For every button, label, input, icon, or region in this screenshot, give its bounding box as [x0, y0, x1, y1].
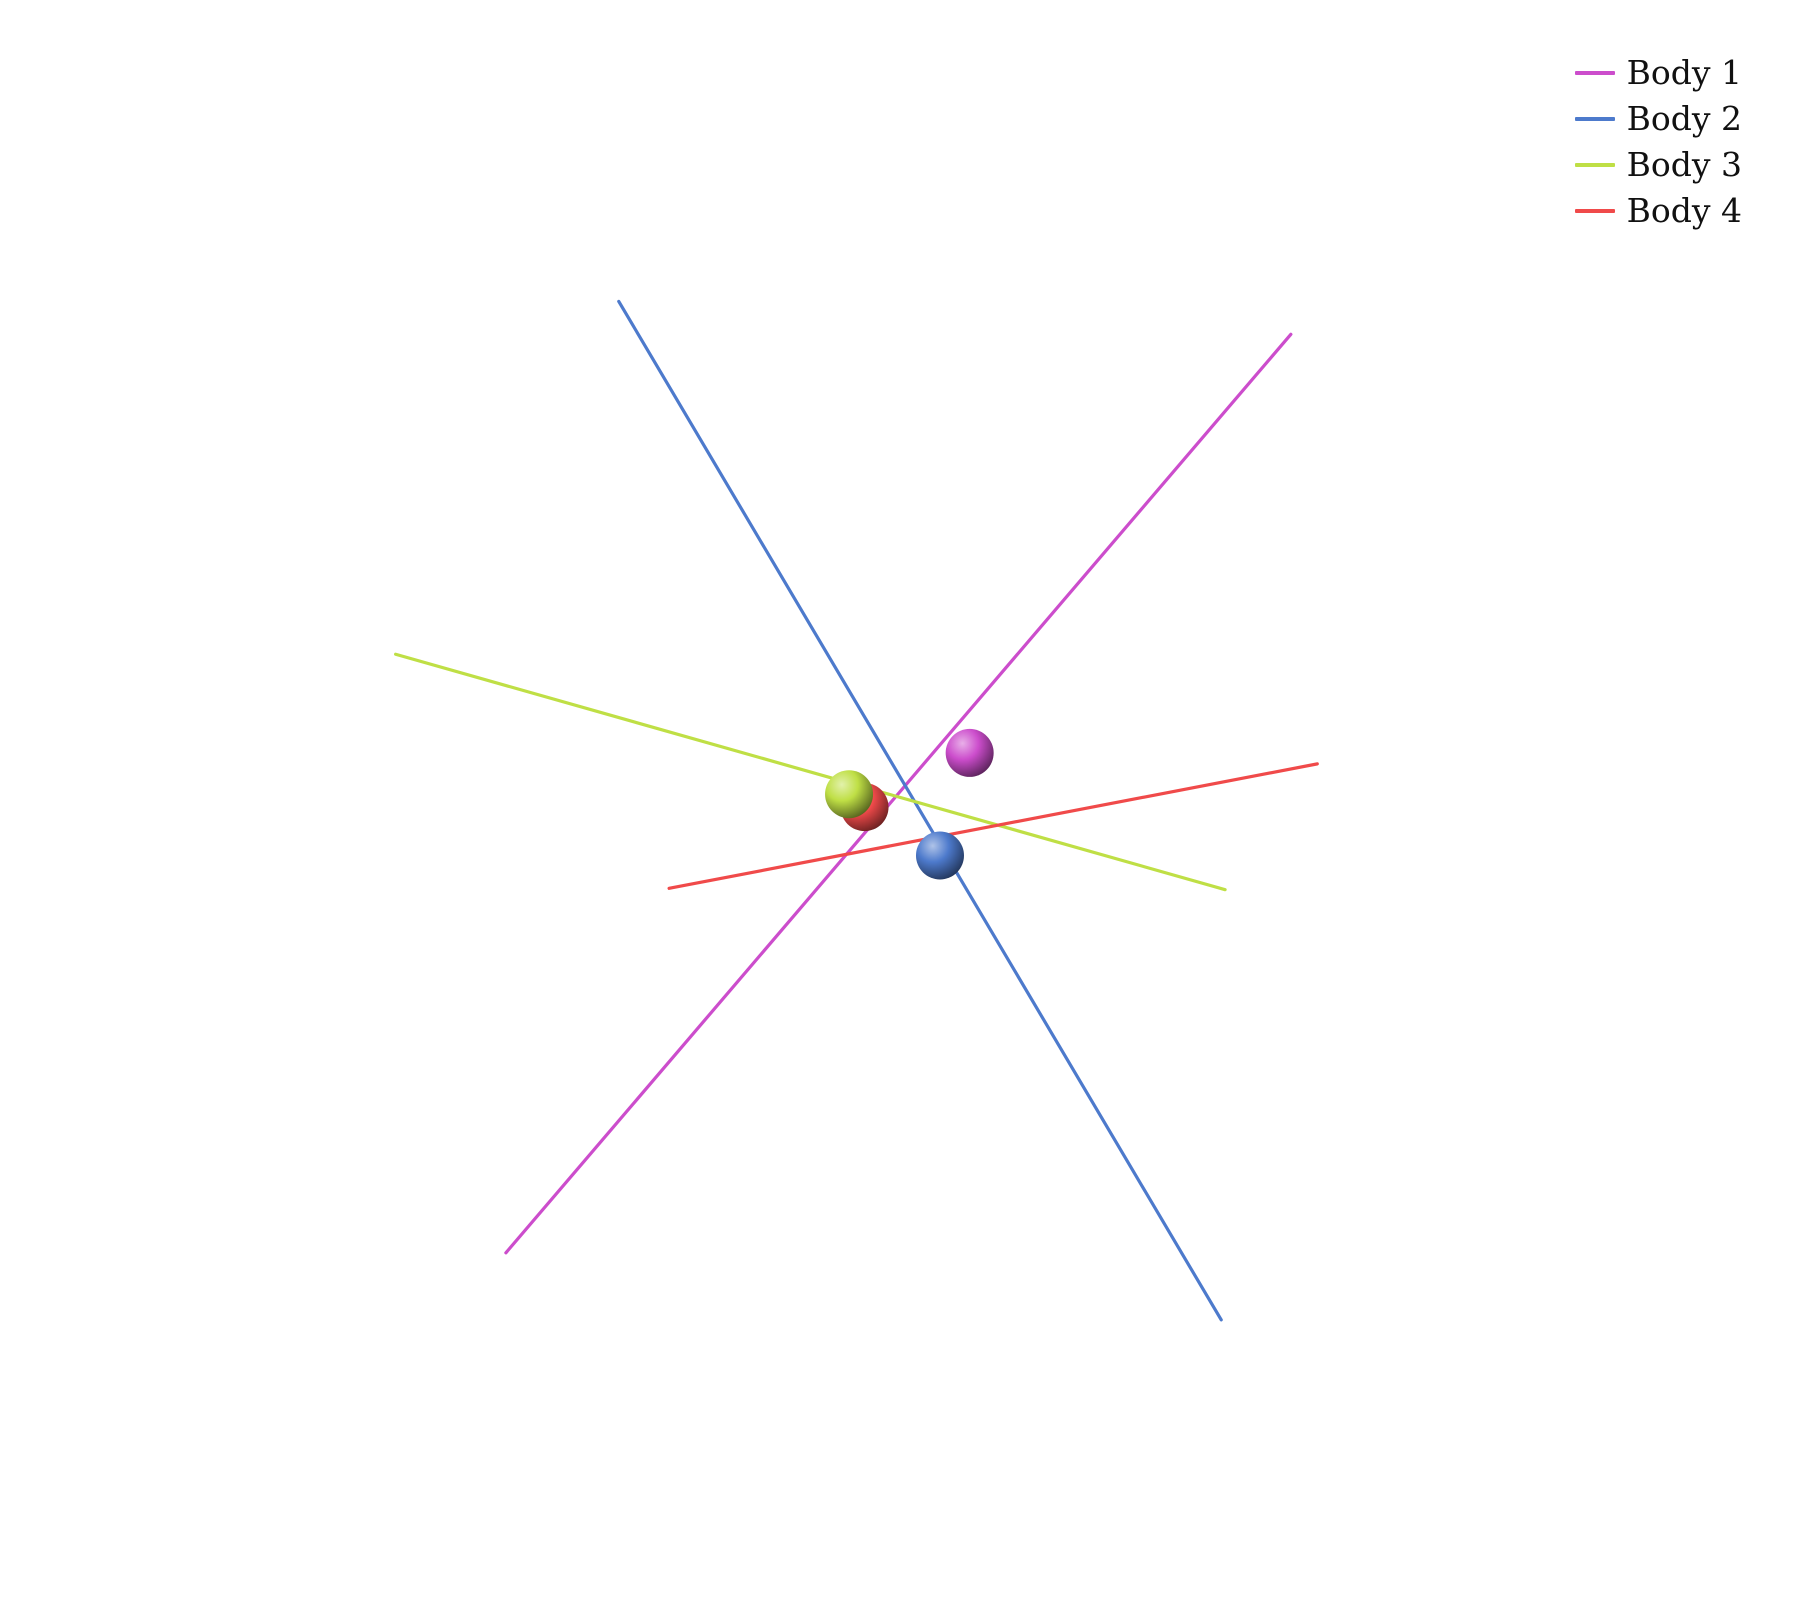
trajectory-line-body-3	[394, 652, 1227, 892]
legend-swatch-body-3	[1574, 163, 1615, 167]
legend: Body 1 Body 2 Body 3 Body 4	[1574, 53, 1742, 230]
legend-swatch-body-2	[1574, 117, 1615, 121]
legend-item-body-4: Body 4	[1574, 191, 1742, 230]
body-marker-body-3	[825, 770, 874, 819]
trajectory-line-body-4	[667, 762, 1319, 890]
legend-label-body-4: Body 4	[1626, 191, 1742, 230]
legend-label-body-2: Body 2	[1626, 99, 1742, 138]
legend-label-body-3: Body 3	[1626, 145, 1742, 184]
trajectory-line-body-1	[504, 332, 1293, 1255]
legend-item-body-3: Body 3	[1574, 145, 1742, 184]
body-marker-body-1	[945, 728, 994, 777]
legend-item-body-1: Body 1	[1574, 53, 1742, 92]
legend-label-body-1: Body 1	[1626, 53, 1742, 92]
legend-swatch-body-4	[1574, 209, 1615, 213]
trajectory-line-body-2	[617, 299, 1223, 1322]
body-markers	[825, 728, 994, 880]
legend-swatch-body-1	[1574, 71, 1615, 75]
body-marker-body-2	[915, 831, 964, 880]
legend-item-body-2: Body 2	[1574, 99, 1742, 138]
trajectory-lines	[394, 299, 1319, 1322]
